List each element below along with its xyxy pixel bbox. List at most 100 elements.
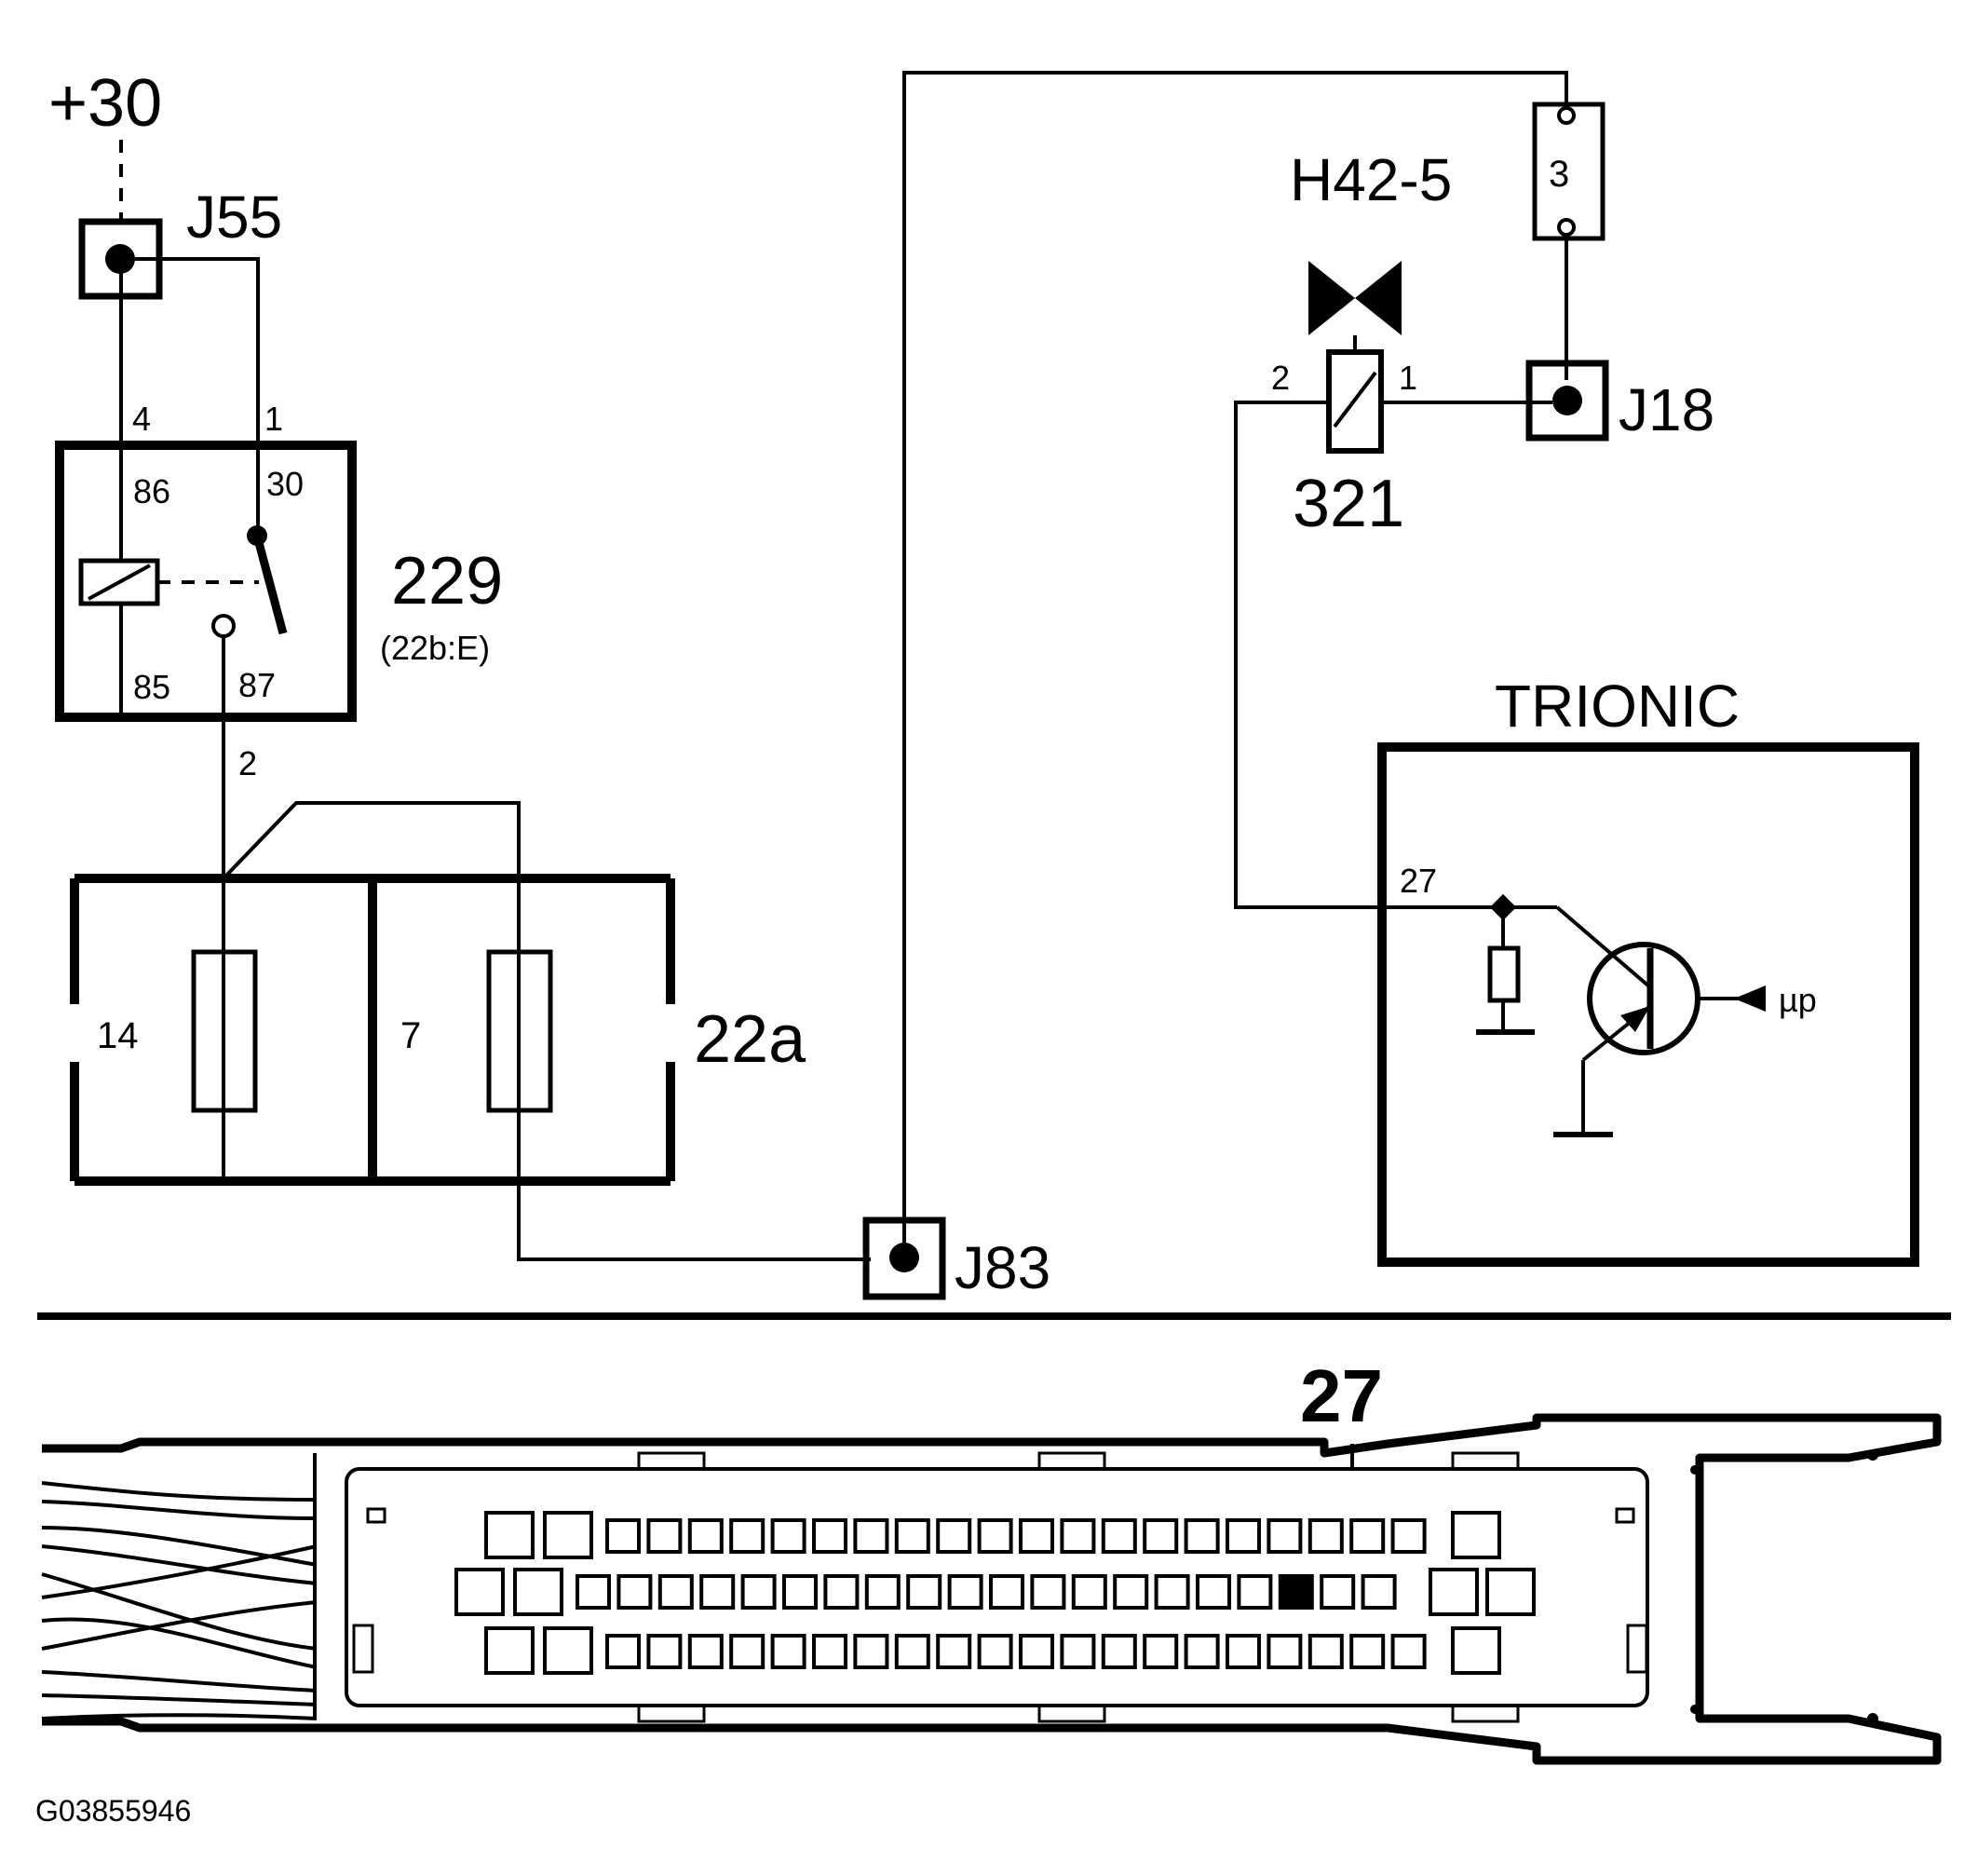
wire-label-2: 2 <box>238 744 257 782</box>
connector-pin <box>1267 1518 1303 1554</box>
connector-pin <box>1030 1574 1066 1610</box>
connector-pin <box>812 1634 847 1669</box>
valve-icon <box>1308 261 1355 335</box>
valve-pin-1: 1 <box>1399 359 1417 397</box>
j83-label: J83 <box>955 1234 1050 1301</box>
connector-pin <box>1184 1634 1220 1669</box>
microprocessor-label: µp <box>1779 981 1817 1019</box>
connector-pin-large <box>543 1626 593 1675</box>
valve-id-label: 321 <box>1293 467 1404 541</box>
connector-pin <box>1307 1518 1344 1554</box>
connector-pin <box>1019 1518 1054 1554</box>
connector-pin <box>782 1574 818 1610</box>
connector-pin <box>605 1518 641 1554</box>
h42-5-label: H42-5 <box>1290 146 1452 213</box>
connector-pin <box>699 1574 736 1610</box>
connector-pin <box>947 1574 983 1610</box>
wire-j55-30 <box>135 257 260 445</box>
connector-pin <box>1349 1518 1386 1554</box>
connector-pin-large <box>1429 1568 1479 1616</box>
connector-pin <box>605 1634 641 1669</box>
relay-pin-86: 86 <box>133 472 170 510</box>
connector-pin <box>616 1574 653 1610</box>
connector-pin <box>770 1634 806 1669</box>
connector-pin-grid <box>454 1511 1536 1675</box>
connector-pin <box>1196 1574 1231 1610</box>
fuse-14-label: 14 <box>97 1015 139 1056</box>
connector-pin <box>770 1518 806 1554</box>
connector-pin <box>1060 1634 1096 1669</box>
valve-pin-2: 2 <box>1271 359 1290 397</box>
connector-pin <box>989 1574 1024 1610</box>
connector-pin <box>1390 1518 1427 1554</box>
connector-pin-27-label: 27 <box>1300 1354 1383 1437</box>
connector-pin <box>576 1574 611 1610</box>
connector-pin <box>1060 1518 1096 1554</box>
connector-pin <box>853 1518 889 1554</box>
connector-pin <box>1307 1634 1344 1669</box>
connector-pin <box>1101 1634 1137 1669</box>
relay-pin-87: 87 <box>238 666 276 704</box>
connector-pin <box>906 1574 942 1610</box>
connector-pin <box>687 1518 724 1554</box>
connector-pin-large <box>454 1568 505 1616</box>
connector-pin <box>977 1518 1013 1554</box>
connector-pin <box>1101 1518 1137 1554</box>
connector-pin-large <box>1451 1626 1501 1675</box>
connector-pin <box>812 1518 847 1554</box>
relay-ref-label: (22b:E) <box>380 629 490 667</box>
relay-id-label: 229 <box>391 544 503 619</box>
relay-pin-85: 85 <box>133 668 170 706</box>
wire-fuse7-j83 <box>517 1181 871 1261</box>
trionic-pin-27: 27 <box>1400 862 1437 900</box>
ecu-connector <box>41 1413 1942 1765</box>
connector-pin <box>1143 1634 1179 1669</box>
wire-j83-h42 <box>902 71 1568 1243</box>
connector-pin <box>936 1518 972 1554</box>
connector-pin <box>1390 1634 1427 1669</box>
connector-pin <box>1267 1634 1303 1669</box>
wire-label-1: 1 <box>264 400 283 438</box>
wire-bundle <box>41 1481 318 1720</box>
trionic-ecu <box>1377 742 1919 1267</box>
connector-pin <box>1361 1574 1397 1610</box>
connector-pin <box>1019 1634 1054 1669</box>
connector-pin-large <box>1451 1511 1501 1559</box>
connector-pin <box>687 1634 724 1669</box>
figure-code-label: G03855946 <box>35 1794 191 1828</box>
connector-pin <box>646 1518 683 1554</box>
wire-fusebox-bridge <box>222 801 521 939</box>
connector-pin <box>894 1634 930 1669</box>
connector-pin <box>853 1634 889 1669</box>
connector-pin-large <box>513 1568 563 1616</box>
connector-pin <box>1237 1574 1273 1610</box>
connector-pin-large <box>484 1626 535 1675</box>
relay-pin-30: 30 <box>266 465 304 503</box>
connector-pin <box>1226 1518 1261 1554</box>
fuse-7-label: 7 <box>400 1015 421 1056</box>
connector-pin <box>1154 1574 1190 1610</box>
h42-5-connector <box>1532 102 1605 241</box>
connector-pin-large <box>484 1511 535 1559</box>
connector-pin <box>740 1574 777 1610</box>
connector-pin <box>864 1574 901 1610</box>
j18-label: J18 <box>1619 376 1714 443</box>
trionic-label: TRIONIC <box>1495 673 1740 740</box>
h42-5-pin-label: 3 <box>1549 154 1569 195</box>
fusebox-label: 22a <box>694 1002 806 1077</box>
connector-pin <box>1113 1574 1149 1610</box>
connector-pin <box>1184 1518 1220 1554</box>
connector-pin <box>823 1574 860 1610</box>
connector-pin <box>1143 1518 1179 1554</box>
connector-pin <box>1320 1574 1356 1610</box>
valve-321 <box>1308 261 1402 454</box>
connector-pin <box>936 1634 972 1669</box>
supply-label: +30 <box>48 66 162 141</box>
connector-pin <box>1349 1634 1386 1669</box>
wire-valve-trionic <box>1234 401 1387 909</box>
j55-label: J55 <box>186 184 282 251</box>
connector-pin-large <box>1485 1568 1536 1616</box>
connector-pin <box>1226 1634 1261 1669</box>
wire-label-4: 4 <box>132 400 151 438</box>
connector-pin-27 <box>1278 1574 1314 1610</box>
